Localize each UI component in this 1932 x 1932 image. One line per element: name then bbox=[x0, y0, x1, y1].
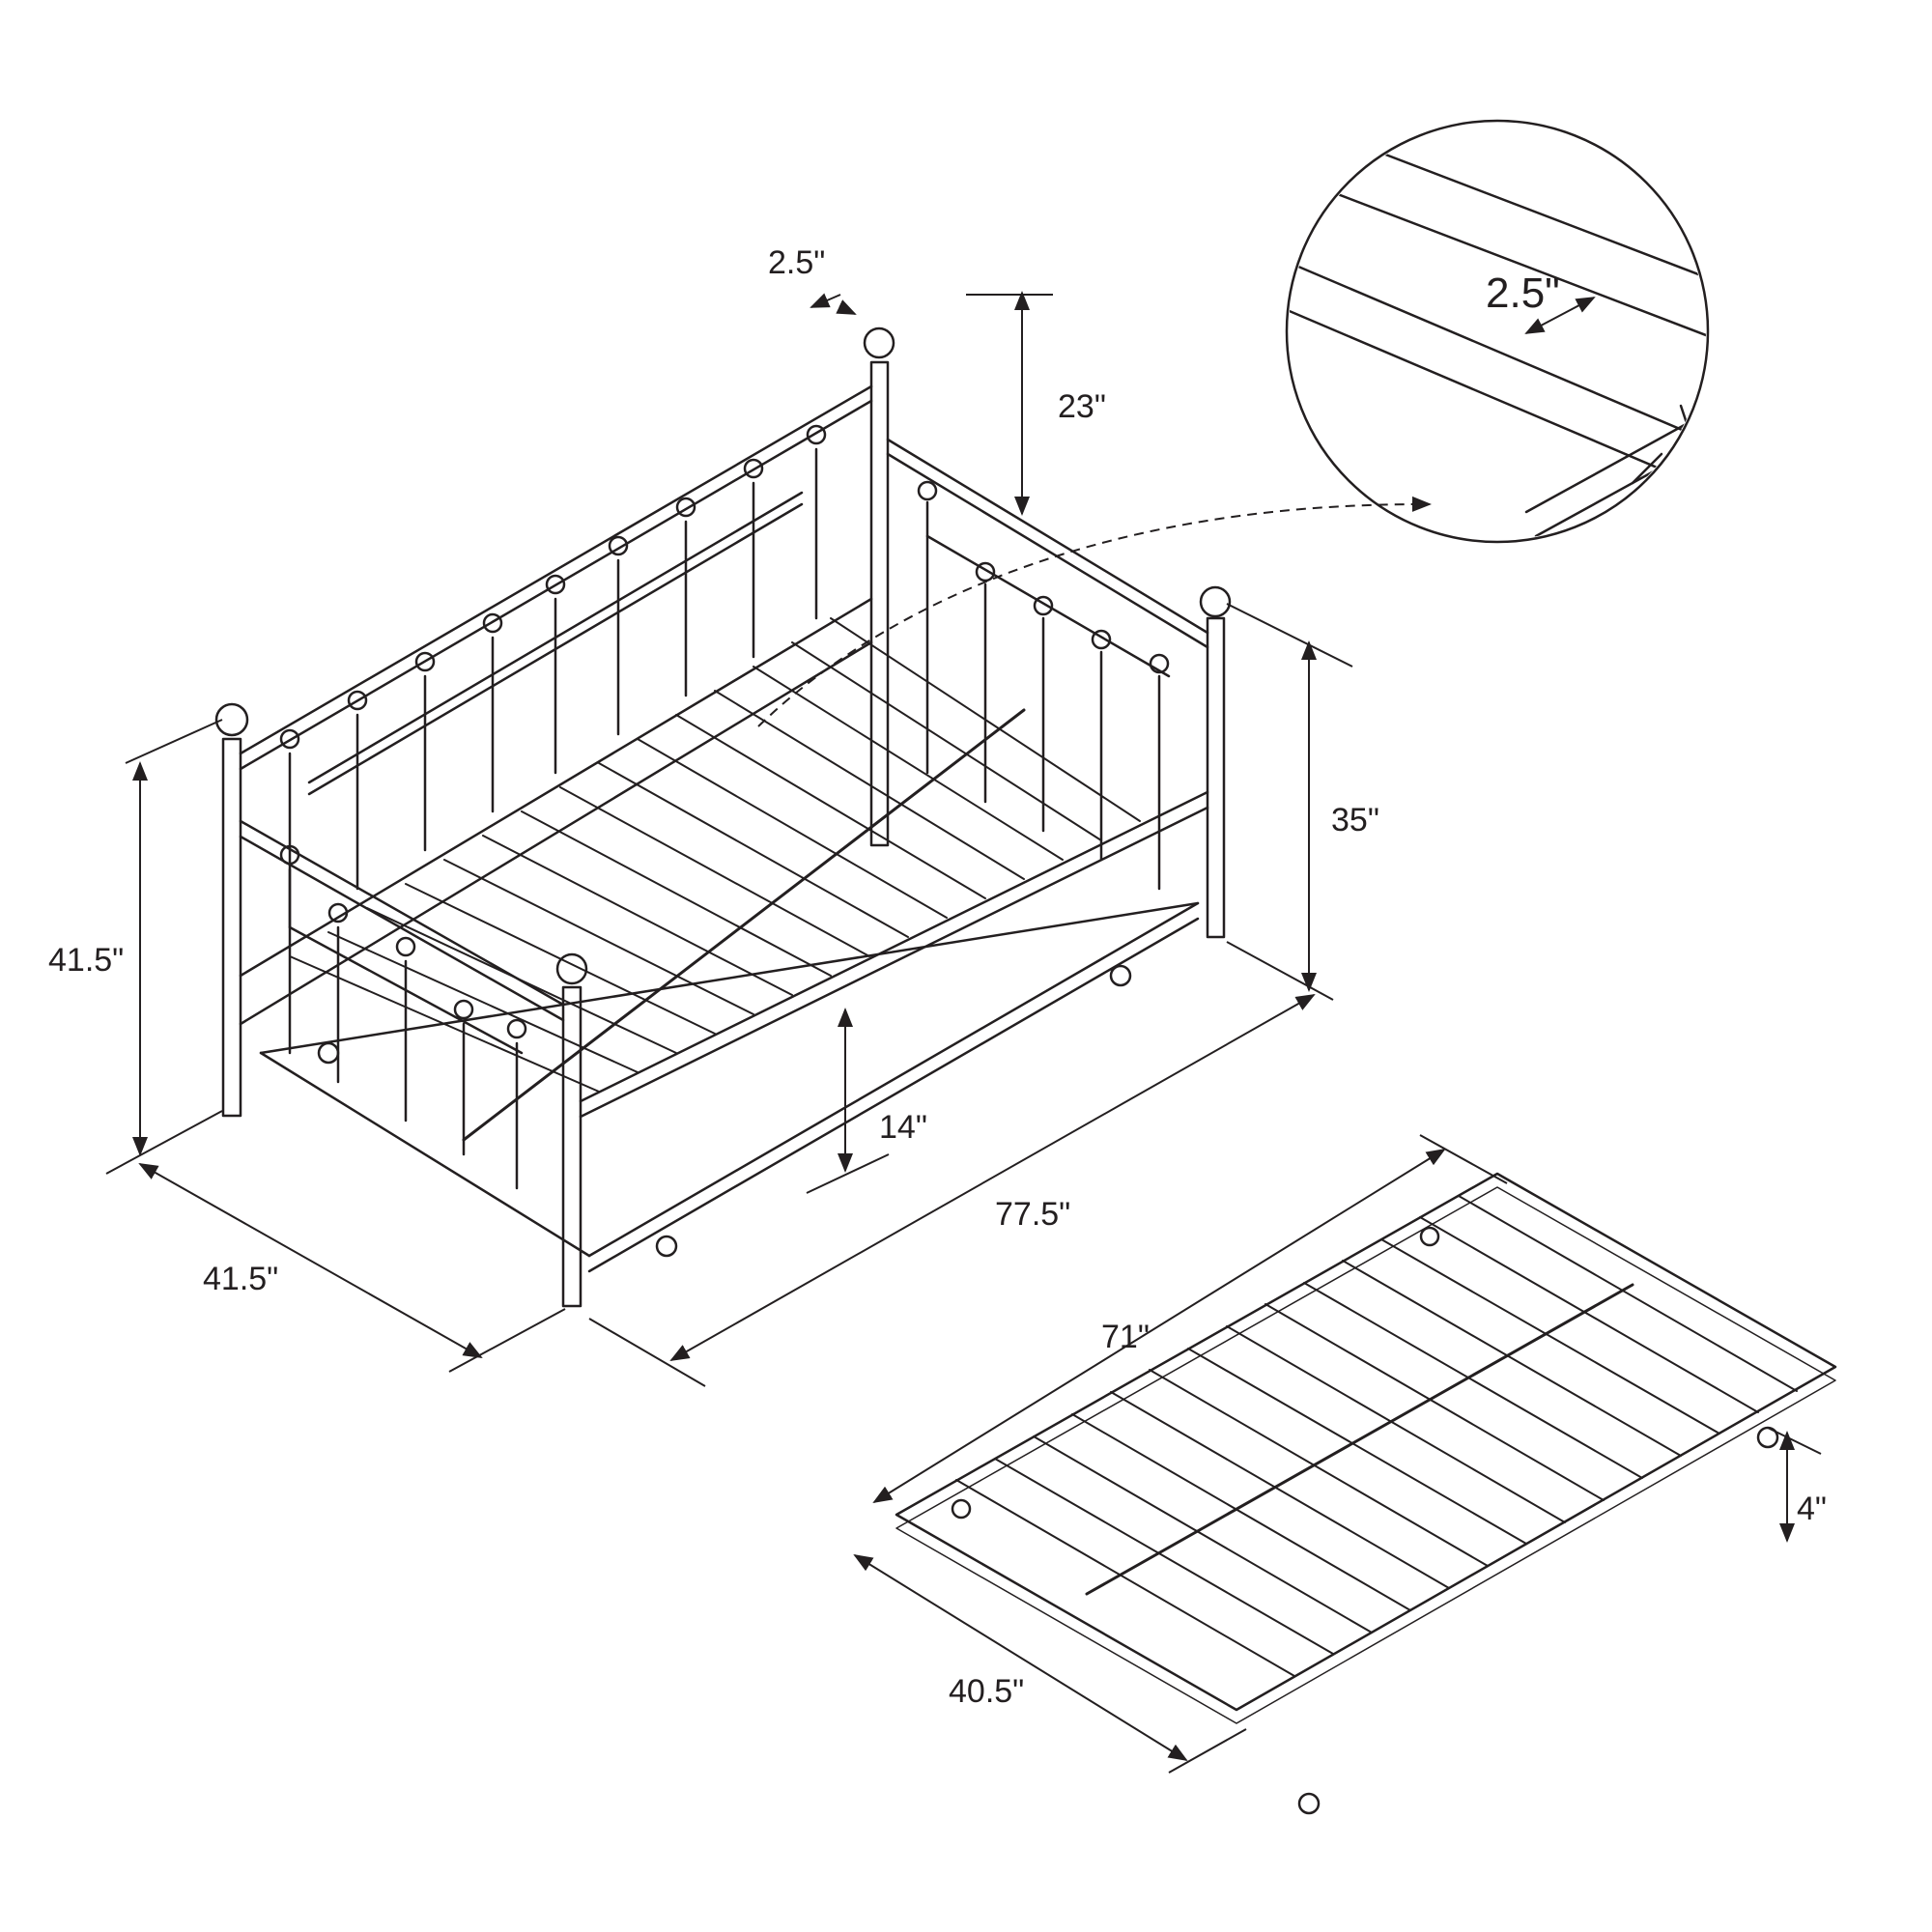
trundle-dimensions: 71" 40.5" 4" bbox=[853, 1134, 1827, 1774]
daybed-frame bbox=[214, 327, 1232, 1308]
total-height-label: 41.5" bbox=[48, 942, 124, 979]
clearance-label: 14" bbox=[879, 1109, 927, 1146]
detail-pointer bbox=[757, 496, 1432, 727]
trundle-slats bbox=[955, 1195, 1798, 1677]
depth-label: 41.5" bbox=[203, 1261, 278, 1297]
front-left-post bbox=[221, 737, 242, 1118]
trundle-height-label: 4" bbox=[1797, 1491, 1827, 1527]
detail-label: 2.5" bbox=[1486, 270, 1560, 317]
detail-circle bbox=[1285, 119, 1710, 544]
length-label: 77.5" bbox=[995, 1196, 1070, 1233]
right-arm-spindles bbox=[917, 480, 1170, 891]
front-right-post bbox=[561, 985, 582, 1308]
trundle-casters bbox=[951, 1226, 1779, 1815]
deck-front-rail bbox=[579, 790, 1209, 1103]
arm-height-label: 35" bbox=[1331, 802, 1379, 838]
detail-callout: 2.5" bbox=[757, 119, 1710, 727]
trundle-length-label: 71" bbox=[1101, 1319, 1150, 1355]
trundle-width-label: 40.5" bbox=[949, 1673, 1024, 1710]
left-arm-spindles bbox=[279, 844, 527, 1190]
deck-slats bbox=[289, 617, 1141, 1093]
back-left-post bbox=[869, 360, 890, 847]
top-rail-height-label: 23" bbox=[1058, 388, 1106, 425]
back-right-post bbox=[1206, 616, 1226, 939]
detail-dimension-arrow bbox=[1524, 297, 1596, 334]
post-width-label: 2.5" bbox=[768, 244, 825, 281]
trundle-frame bbox=[895, 1172, 1837, 1815]
daybed-dimensions: 2.5" 23" 35" 41.5" 41.5" 77.5" 14" bbox=[48, 244, 1379, 1387]
